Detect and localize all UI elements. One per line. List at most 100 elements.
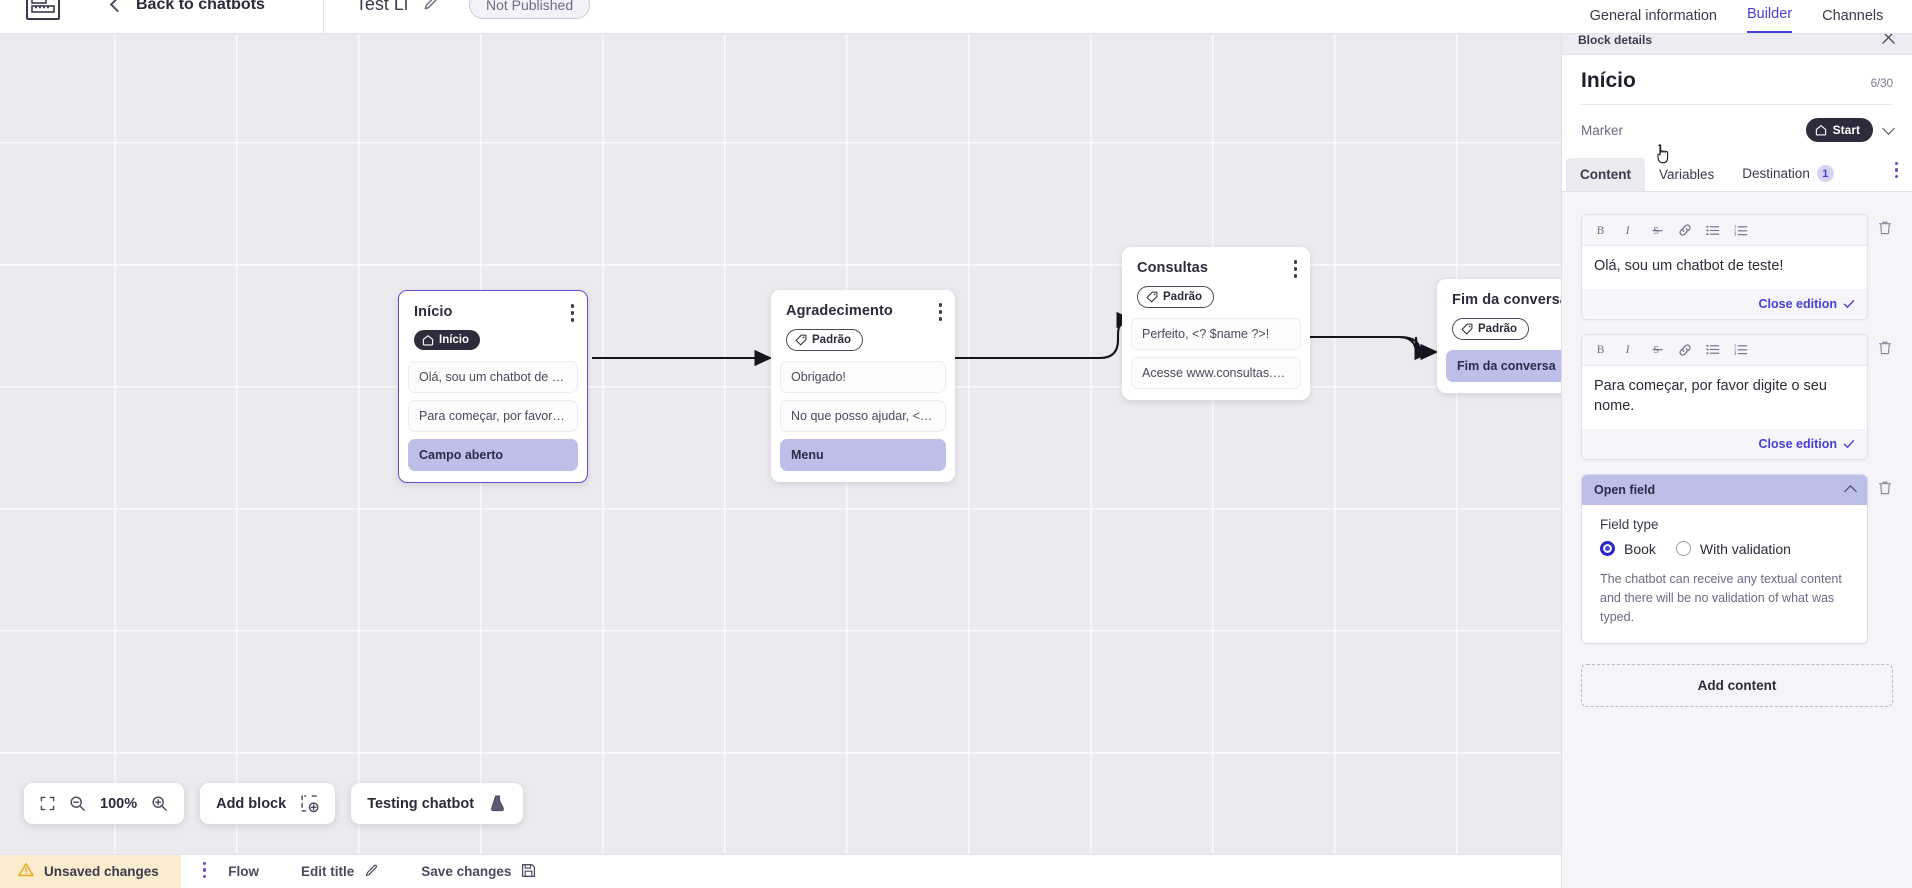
flow-node-agradecimento[interactable]: Agradecimento Padrão Obrigado! No que po…: [771, 290, 955, 482]
node-header: Início Início: [399, 291, 587, 351]
strikethrough-icon[interactable]: S: [1643, 340, 1671, 360]
node-item[interactable]: Olá, sou um chatbot de teste!: [408, 361, 578, 393]
add-block-button[interactable]: Add block: [200, 783, 336, 824]
fit-screen-icon[interactable]: [40, 796, 55, 811]
char-counter: 6/30: [1870, 78, 1893, 90]
svg-text:S: S: [1653, 226, 1659, 237]
save-changes-button[interactable]: Save changes: [421, 863, 536, 881]
flow-node-inicio[interactable]: Início Início Olá, sou um chatbot de tes…: [398, 290, 588, 483]
node-item[interactable]: Acesse www.consultas.com par...: [1131, 357, 1301, 389]
link-icon[interactable]: [1671, 220, 1699, 240]
svg-text:B: B: [1596, 344, 1603, 356]
content-editor-block: B I S: [1581, 333, 1893, 460]
zoom-out-icon[interactable]: [69, 795, 86, 812]
page-title: Início: [1581, 69, 1636, 92]
add-block-label: Add block: [216, 795, 287, 812]
strikethrough-icon[interactable]: S: [1643, 220, 1671, 240]
marker-value-pill[interactable]: Start: [1805, 118, 1873, 142]
node-menu-button[interactable]: [570, 304, 574, 325]
numbered-list-icon[interactable]: 1 2 3: [1727, 220, 1755, 240]
node-item-selected[interactable]: Menu: [780, 439, 946, 471]
italic-icon[interactable]: I: [1615, 340, 1643, 360]
node-body: Olá, sou um chatbot de teste! Para começ…: [399, 351, 587, 482]
tab-destination[interactable]: Destination 1: [1728, 156, 1848, 191]
chatbot-logo-icon[interactable]: [26, 0, 60, 20]
node-body: Perfeito, <? $name ?>! Acesse www.consul…: [1122, 308, 1310, 400]
add-content-button[interactable]: Add content: [1581, 663, 1893, 707]
bold-icon[interactable]: B: [1587, 340, 1615, 360]
pencil-icon[interactable]: [422, 0, 441, 17]
node-item-selected[interactable]: Campo aberto: [408, 439, 578, 471]
radio-book[interactable]: Book: [1600, 541, 1656, 557]
node-item[interactable]: Para começar, por favor digite o ...: [408, 400, 578, 432]
panel-tabs: Content Variables Destination 1: [1562, 156, 1912, 192]
tag-icon: [795, 334, 807, 346]
home-icon: [422, 335, 434, 346]
bold-icon[interactable]: B: [1587, 220, 1615, 240]
close-edition-label: Close edition: [1758, 296, 1837, 311]
chevron-down-icon[interactable]: [1882, 121, 1895, 135]
tab-variables[interactable]: Variables: [1645, 158, 1728, 191]
open-field-header[interactable]: Open field: [1582, 474, 1867, 505]
radio-with-validation[interactable]: With validation: [1675, 540, 1791, 557]
close-edition-button[interactable]: Close edition: [1759, 437, 1855, 451]
trash-icon[interactable]: [1877, 334, 1893, 361]
flow-node-consultas[interactable]: Consultas Padrão Perfeito, <? $name ?>! …: [1122, 247, 1310, 400]
edit-title-button[interactable]: Edit title: [301, 863, 379, 881]
editor-toolbar: B I S: [1582, 215, 1867, 246]
editor-text-value[interactable]: Para começar, por favor digite o seu nom…: [1582, 365, 1867, 429]
zoom-level: 100%: [100, 795, 138, 812]
tab-builder[interactable]: Builder: [1746, 6, 1793, 33]
node-menu-button[interactable]: [938, 303, 942, 324]
zoom-toolbar: 100%: [24, 783, 185, 824]
add-content-label: Add content: [1697, 677, 1777, 693]
testing-chatbot-button[interactable]: Testing chatbot: [351, 783, 524, 824]
node-item-selected[interactable]: Fim da conversa: [1446, 350, 1562, 382]
node-item[interactable]: Obrigado!: [780, 361, 946, 393]
flow-node-fim-da-conversa[interactable]: Fim da conversa Padrão Fim da conversa: [1437, 279, 1562, 393]
tab-channels[interactable]: Channels: [1822, 8, 1884, 24]
close-edition-button[interactable]: Close edition: [1759, 297, 1855, 311]
check-icon: [1843, 439, 1855, 448]
numbered-list-icon[interactable]: 1 2 3: [1727, 340, 1755, 360]
chevron-up-icon[interactable]: [1844, 485, 1857, 499]
marker-control[interactable]: Start: [1805, 118, 1895, 142]
rich-text-editor[interactable]: B I S: [1581, 333, 1868, 460]
node-item[interactable]: Perfeito, <? $name ?>!: [1131, 318, 1301, 350]
flow-canvas[interactable]: Início Início Olá, sou um chatbot de tes…: [0, 34, 1562, 854]
node-item[interactable]: No que posso ajudar, <? $name ...: [780, 400, 946, 432]
svg-text:3: 3: [1734, 232, 1737, 237]
svg-text:2: 2: [1734, 228, 1737, 233]
italic-icon[interactable]: I: [1615, 220, 1643, 240]
editor-toolbar: B I S: [1582, 334, 1867, 366]
radio-with-validation-label: With validation: [1699, 540, 1791, 557]
bullet-list-icon[interactable]: [1699, 220, 1727, 240]
node-tag-padrao: Padrão: [1452, 318, 1529, 340]
editor-text-value[interactable]: Olá, sou um chatbot de teste!: [1582, 246, 1867, 289]
open-field-card[interactable]: Open field Field type Book Wi: [1581, 473, 1868, 644]
node-tag-label: Padrão: [1163, 291, 1202, 303]
save-changes-label: Save changes: [421, 864, 512, 879]
status-more-menu[interactable]: [202, 861, 207, 882]
pencil-icon: [364, 863, 379, 881]
tab-general-information[interactable]: General information: [1589, 8, 1717, 24]
node-body: Fim da conversa: [1437, 340, 1562, 393]
back-to-chatbots-label: Back to chatbots: [136, 0, 265, 13]
panel-more-menu[interactable]: [1894, 161, 1898, 182]
tag-icon: [1461, 323, 1473, 335]
trash-icon[interactable]: [1877, 474, 1893, 501]
zoom-in-icon[interactable]: [151, 795, 168, 812]
bullet-list-icon[interactable]: [1699, 340, 1727, 360]
node-tag-label: Início: [439, 334, 470, 346]
tab-content-label: Content: [1580, 167, 1631, 182]
back-to-chatbots-button[interactable]: Back to chatbots: [109, 0, 265, 14]
link-icon[interactable]: [1671, 340, 1699, 360]
trash-icon[interactable]: [1877, 214, 1893, 241]
node-menu-button[interactable]: [1293, 260, 1297, 281]
flow-button[interactable]: Flow: [228, 864, 259, 879]
publish-status-badge: Not Published: [468, 0, 591, 19]
node-tag-label: Padrão: [1478, 323, 1517, 335]
rich-text-editor[interactable]: B I S: [1581, 214, 1868, 320]
field-type-label: Field type: [1600, 516, 1659, 532]
tab-content[interactable]: Content: [1566, 158, 1645, 191]
